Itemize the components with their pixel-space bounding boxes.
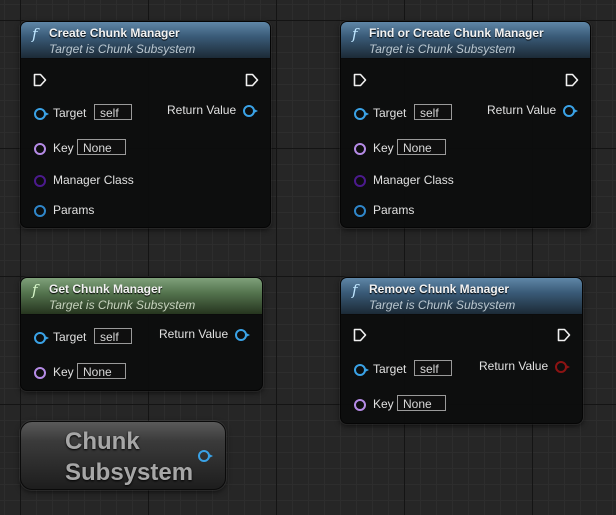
params-label: Params xyxy=(53,203,95,217)
node-subtitle: Target is Chunk Subsystem xyxy=(369,298,516,312)
key-value-field[interactable]: None xyxy=(397,395,446,411)
manager-class-label: Manager Class xyxy=(373,173,454,187)
target-pin-icon[interactable] xyxy=(354,108,369,120)
manager-class-pin-icon[interactable] xyxy=(34,175,46,187)
node-title: Find or Create Chunk Manager xyxy=(369,26,544,40)
return-value-pin-icon[interactable] xyxy=(235,329,250,341)
node-subtitle: Target is Chunk Subsystem xyxy=(369,42,516,56)
node-header[interactable]: f Remove Chunk Manager Target is Chunk S… xyxy=(341,278,582,315)
target-label: Target xyxy=(373,362,407,376)
key-label: Key xyxy=(373,397,394,411)
return-value-label: Return Value xyxy=(167,103,237,117)
key-value-field[interactable]: None xyxy=(77,139,126,155)
target-value-field[interactable]: self xyxy=(94,104,132,120)
target-value-field[interactable]: self xyxy=(414,104,452,120)
params-label: Params xyxy=(373,203,415,217)
target-value-field[interactable]: self xyxy=(414,360,452,376)
key-pin-icon[interactable] xyxy=(354,143,366,155)
key-value-field[interactable]: None xyxy=(77,363,126,379)
function-icon: f xyxy=(32,25,38,43)
target-label: Target xyxy=(373,106,407,120)
exec-in-icon[interactable] xyxy=(353,328,367,342)
return-value-pin-icon[interactable] xyxy=(563,105,578,117)
node-subtitle: Target is Chunk Subsystem xyxy=(49,42,196,56)
chunk-subsystem-node[interactable]: Chunk Subsystem xyxy=(20,421,226,490)
target-pin-icon[interactable] xyxy=(34,332,49,344)
node-title: Get Chunk Manager xyxy=(49,282,163,296)
node-title: Create Chunk Manager xyxy=(49,26,180,40)
node-header[interactable]: f Create Chunk Manager Target is Chunk S… xyxy=(21,22,270,59)
manager-class-label: Manager Class xyxy=(53,173,134,187)
target-value-field[interactable]: self xyxy=(94,328,132,344)
return-value-pin-icon[interactable] xyxy=(243,105,258,117)
return-value-label: Return Value xyxy=(159,327,229,341)
target-label: Target xyxy=(53,330,87,344)
function-icon: f xyxy=(352,25,358,43)
function-icon: f xyxy=(352,281,358,299)
exec-in-icon[interactable] xyxy=(353,73,367,87)
key-pin-icon[interactable] xyxy=(354,399,366,411)
exec-in-icon[interactable] xyxy=(33,73,47,87)
key-value-field[interactable]: None xyxy=(397,139,446,155)
params-pin-icon[interactable] xyxy=(354,205,366,217)
return-value-pin-icon[interactable] xyxy=(555,361,570,373)
target-pin-icon[interactable] xyxy=(34,108,49,120)
return-value-label: Return Value xyxy=(487,103,557,117)
target-pin-icon[interactable] xyxy=(354,364,369,376)
node-header[interactable]: f Find or Create Chunk Manager Target is… xyxy=(341,22,590,59)
get-chunk-manager-node[interactable]: f Get Chunk Manager Target is Chunk Subs… xyxy=(20,277,263,391)
subsystem-label: Chunk Subsystem xyxy=(65,428,194,486)
manager-class-pin-icon[interactable] xyxy=(354,175,366,187)
exec-out-icon[interactable] xyxy=(565,73,579,87)
node-subtitle: Target is Chunk Subsystem xyxy=(49,298,196,312)
params-pin-icon[interactable] xyxy=(34,205,46,217)
exec-out-icon[interactable] xyxy=(245,73,259,87)
exec-out-icon[interactable] xyxy=(557,328,571,342)
create-chunk-manager-node[interactable]: f Create Chunk Manager Target is Chunk S… xyxy=(20,21,271,228)
key-pin-icon[interactable] xyxy=(34,367,46,379)
return-value-label: Return Value xyxy=(479,359,549,373)
subsystem-output-pin-icon[interactable] xyxy=(198,450,213,462)
node-title: Remove Chunk Manager xyxy=(369,282,510,296)
key-label: Key xyxy=(53,365,74,379)
function-icon: f xyxy=(32,281,38,299)
find-or-create-chunk-manager-node[interactable]: f Find or Create Chunk Manager Target is… xyxy=(340,21,591,228)
key-label: Key xyxy=(373,141,394,155)
key-pin-icon[interactable] xyxy=(34,143,46,155)
node-header[interactable]: f Get Chunk Manager Target is Chunk Subs… xyxy=(21,278,262,315)
key-label: Key xyxy=(53,141,74,155)
target-label: Target xyxy=(53,106,87,120)
remove-chunk-manager-node[interactable]: f Remove Chunk Manager Target is Chunk S… xyxy=(340,277,583,424)
